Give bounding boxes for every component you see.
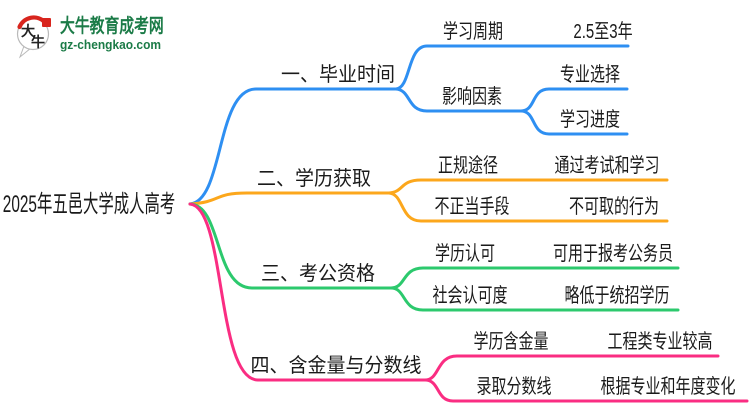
- branch-degree-obtaining: 二、学历获取: [257, 168, 371, 190]
- logo-mark-char-1: 大: [21, 23, 35, 39]
- logo-title: 大牛教育成考网: [60, 16, 164, 37]
- node-study-cycle: 学习周期: [443, 21, 503, 43]
- node-degree-value: 学历含金量: [473, 331, 549, 353]
- node-legit-way-value: 通过考试和学习: [554, 155, 660, 177]
- site-logo: 大 牛 大牛教育成考网 gz-chengkao.com: [14, 12, 193, 60]
- node-degree-recognition: 学历认可: [435, 243, 495, 265]
- node-admission-cutoff-value: 根据专业和年度变化: [600, 376, 736, 398]
- node-influence-factors: 影响因素: [442, 86, 502, 108]
- logo-bubble-icon: 大 牛: [16, 15, 51, 59]
- logo-mark-char-2: 牛: [31, 34, 45, 50]
- node-study-cycle-value: 2.5至3年: [573, 21, 633, 43]
- branch-value-and-cutoff: 四、含金量与分数线: [250, 355, 422, 377]
- logo-url: gz-chengkao.com: [60, 37, 162, 52]
- node-social-recognition-value: 略低于统招学历: [564, 285, 670, 307]
- branch-2-lines: [188, 178, 669, 223]
- node-study-progress: 学习进度: [560, 109, 620, 131]
- node-admission-cutoff: 录取分数线: [476, 376, 552, 398]
- node-improper-means-value: 不可取的行为: [569, 196, 659, 218]
- branch-graduation-time: 一、毕业时间: [281, 64, 395, 86]
- node-social-recognition: 社会认可度: [432, 285, 508, 307]
- branch-1-lines: [188, 44, 630, 206]
- root-node: 2025年五邑大学成人高考: [2, 191, 176, 218]
- node-legit-way: 正规途径: [438, 155, 498, 177]
- branch-4-lines: [188, 202, 749, 403]
- node-major-choice: 专业选择: [560, 64, 620, 86]
- branch-civil-service-eligibility: 三、考公资格: [261, 263, 375, 285]
- node-improper-means: 不正当手段: [434, 196, 510, 218]
- branch-3-lines: [188, 202, 680, 312]
- node-degree-value-value: 工程类专业较高: [607, 331, 713, 353]
- node-degree-recognition-value: 可用于报考公务员: [553, 243, 673, 265]
